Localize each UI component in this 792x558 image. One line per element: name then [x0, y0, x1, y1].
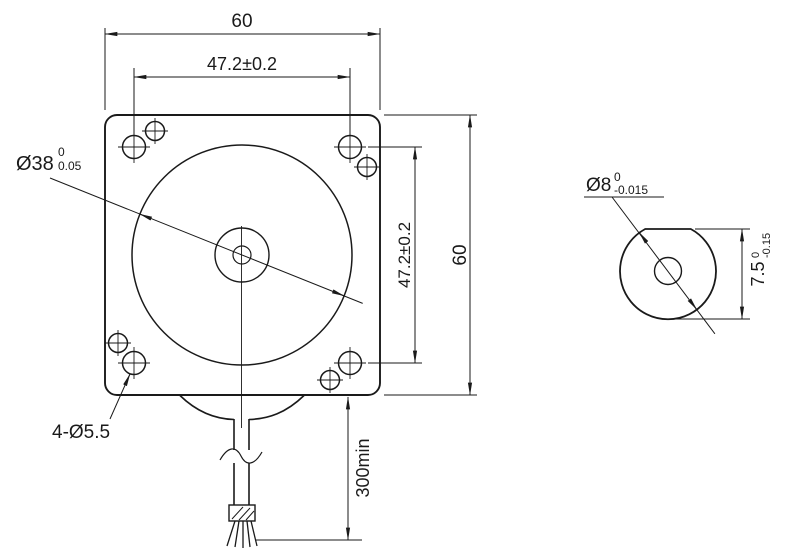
holes-label: 4-Ø5.5 — [52, 422, 110, 443]
cable — [233, 419, 250, 505]
assembly-screw — [317, 367, 343, 393]
pilot-arrow — [139, 213, 153, 221]
front-dimensions: 60 47.2±0.2 60 47.2±0.2 300min Ø38 0 — [16, 11, 477, 541]
mounting-holes — [118, 131, 366, 379]
shaft-dia-tol-upper: 0 — [614, 170, 621, 184]
dim-height-right: 60 — [450, 244, 471, 265]
flat-width-label: 7.5 — [748, 261, 768, 286]
dim-cable-min: 300min — [353, 438, 373, 497]
holes-leader-line — [109, 373, 131, 420]
assembly-screws — [105, 118, 380, 393]
cable-break-symbol — [219, 448, 263, 464]
front-view — [104, 114, 381, 548]
shaft-circle — [232, 245, 252, 265]
pilot-leader-line — [49, 177, 363, 304]
shaft-center-circle — [653, 256, 683, 286]
shaft-dia-label: Ø8 — [586, 175, 611, 196]
shaft-dcut-outline — [619, 228, 717, 321]
dim-width-top: 60 — [231, 11, 252, 32]
pilot-dia-label: Ø38 — [16, 153, 54, 175]
dim-pitch-v: 47.2±0.2 — [395, 222, 414, 288]
cable-boot-left — [179, 394, 235, 421]
lead-wires — [226, 520, 258, 548]
assembly-screw — [354, 154, 380, 180]
shaft-end-view: Ø8 0 -0.015 7.5 0 -0.15 — [584, 170, 773, 335]
pilot-tol-upper: 0 — [58, 145, 65, 159]
dim-pitch-h: 47.2±0.2 — [207, 54, 277, 74]
assembly-screw — [142, 118, 168, 144]
pilot-circle — [131, 144, 353, 366]
shaft-boss-circle — [214, 227, 270, 283]
mounting-hole — [118, 347, 150, 379]
shaft-dia-tol-lower: -0.015 — [614, 183, 648, 197]
flat-tol-lower: -0.15 — [761, 233, 773, 258]
motor-body-outline — [104, 114, 381, 396]
assembly-screw — [105, 330, 131, 356]
shaft-dia-leader-line — [611, 196, 716, 335]
pilot-arrow — [331, 289, 345, 297]
cable-boot-right — [248, 394, 305, 421]
flat-tol-upper: 0 — [750, 252, 762, 258]
cable-sleeve — [228, 504, 256, 522]
shaft-dia-arrow — [638, 231, 649, 244]
pilot-tol-lower: 0.05 — [58, 159, 82, 173]
mounting-hole — [334, 347, 366, 379]
shaft-dia-arrow — [687, 298, 698, 311]
